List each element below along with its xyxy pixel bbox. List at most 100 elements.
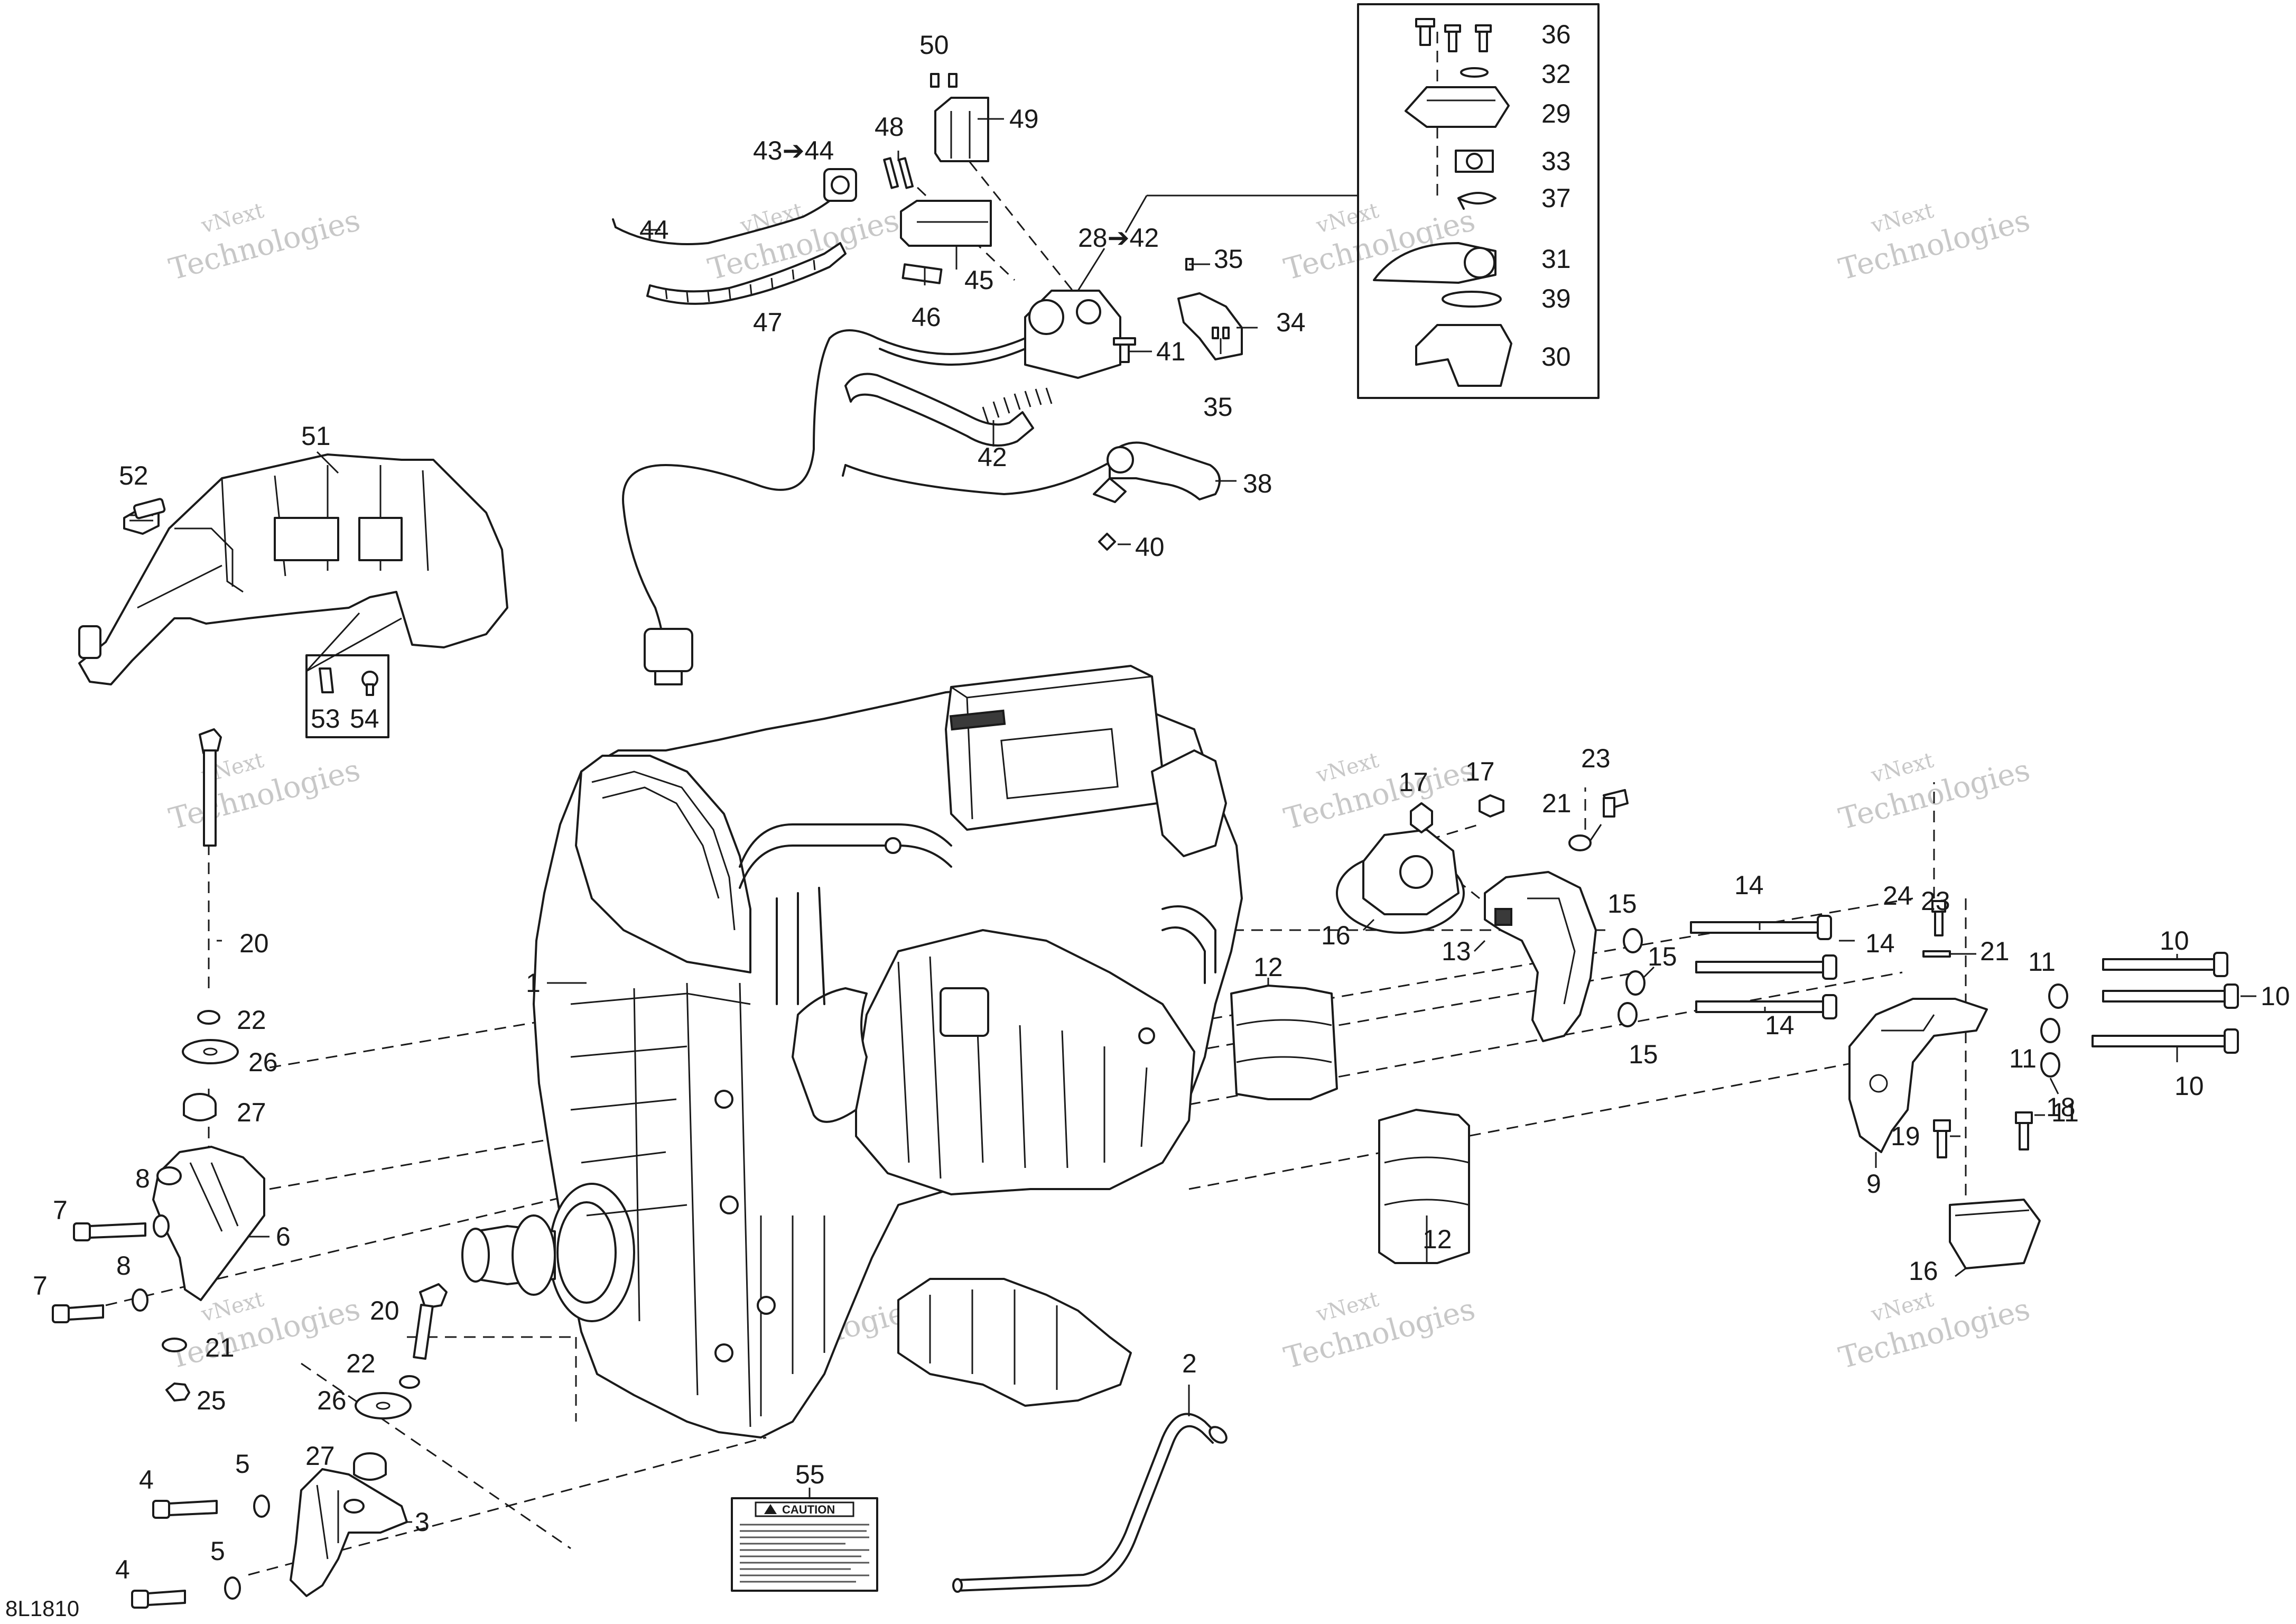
washers-11 xyxy=(2040,983,2068,1094)
watermark: vNext Technologies xyxy=(1835,748,2033,837)
callout-26: 26 xyxy=(248,1047,278,1077)
callout-54: 54 xyxy=(350,704,379,734)
sensor-harness xyxy=(612,168,857,305)
callout-40: 40 xyxy=(1135,532,1165,562)
callout-15: 15 xyxy=(1629,1040,1658,1069)
engine-assembly xyxy=(461,665,1243,1439)
watermark: vNext Technologies xyxy=(1280,1287,1479,1376)
bolt-20-upper xyxy=(199,728,222,942)
callout-11: 11 xyxy=(2028,947,2056,977)
washers-15 xyxy=(1618,928,1655,1027)
connector-assembly xyxy=(883,73,1004,285)
callout-5: 5 xyxy=(210,1536,225,1566)
callout-27: 27 xyxy=(305,1441,335,1471)
callout-11: 11 xyxy=(2009,1044,2037,1073)
washer-22-lower xyxy=(399,1375,420,1389)
caution-label-title: CAUTION xyxy=(782,1503,835,1516)
callout-47: 47 xyxy=(753,308,783,337)
bolts-10 xyxy=(2092,952,2256,1062)
callout-34: 34 xyxy=(1276,308,1306,337)
callout-17: 17 xyxy=(1399,767,1428,797)
callout-39: 39 xyxy=(1541,284,1571,313)
callout-21: 21 xyxy=(1542,788,1572,818)
callout-10: 10 xyxy=(2261,981,2290,1011)
callout-26: 26 xyxy=(317,1386,347,1415)
callout-22: 22 xyxy=(346,1349,376,1378)
callout-17: 17 xyxy=(1465,757,1495,786)
callout-19: 19 xyxy=(1891,1121,1920,1151)
caution-label: CAUTION xyxy=(731,1488,878,1592)
wire-harness xyxy=(622,329,1026,685)
callout-9: 9 xyxy=(1866,1169,1881,1199)
callout-14: 14 xyxy=(1734,870,1764,900)
callout-24: 24 xyxy=(1883,881,1912,911)
callout-28-42: 28➔42 xyxy=(1078,223,1159,253)
callout-16: 16 xyxy=(1909,1256,1938,1286)
callout-23: 23 xyxy=(1921,886,1950,916)
callout-43-44: 43➔44 xyxy=(753,136,834,165)
callout-10: 10 xyxy=(2160,926,2189,955)
washers-8 xyxy=(132,1214,170,1312)
callout-4: 4 xyxy=(115,1555,130,1584)
mount-bracket-9 xyxy=(1848,998,1988,1168)
throttle-body-inset xyxy=(1124,3,1600,399)
callout-15: 15 xyxy=(1607,889,1637,918)
vent-hose-2 xyxy=(952,1385,1228,1593)
callout-21: 21 xyxy=(205,1333,235,1362)
callouts: 1 2 3 4 4 5 5 6 7 7 8 8 9 10 10 10 11 11… xyxy=(33,20,2290,1584)
callout-45: 45 xyxy=(964,265,994,295)
fastener-box-53-54 xyxy=(305,654,389,738)
callout-30: 30 xyxy=(1541,342,1571,372)
bolts-4 xyxy=(131,1500,218,1609)
callout-33: 33 xyxy=(1541,146,1571,176)
watermark: vNext Technologies xyxy=(1280,748,1479,837)
callout-8: 8 xyxy=(116,1251,131,1280)
callout-23: 23 xyxy=(1581,744,1611,773)
callout-44: 44 xyxy=(639,215,669,245)
mount-bracket-51 xyxy=(78,451,508,685)
callout-52: 52 xyxy=(119,461,148,490)
callout-20: 20 xyxy=(370,1296,399,1325)
engine-mount-16-lower xyxy=(1933,1111,2045,1277)
callout-36: 36 xyxy=(1541,20,1571,49)
bolts-7 xyxy=(52,1222,146,1323)
callout-12: 12 xyxy=(1423,1224,1452,1254)
mount-bracket-13 xyxy=(1473,871,1597,1042)
accelerator-pedal xyxy=(842,337,1237,551)
callout-32: 32 xyxy=(1541,59,1571,89)
spacer-12-upper xyxy=(1230,978,1338,1100)
callout-25: 25 xyxy=(197,1386,226,1415)
callout-21: 21 xyxy=(1980,936,2010,966)
callout-2: 2 xyxy=(1182,1349,1197,1378)
callout-20: 20 xyxy=(239,929,269,958)
callout-37: 37 xyxy=(1541,183,1571,213)
callout-29: 29 xyxy=(1541,99,1571,128)
callout-53: 53 xyxy=(311,704,340,734)
callout-14: 14 xyxy=(1865,929,1895,958)
watermark: vNext Technologies xyxy=(165,199,364,287)
callout-4: 4 xyxy=(139,1465,154,1495)
bushing-27-upper xyxy=(183,1093,217,1121)
callout-13: 13 xyxy=(1442,936,1471,966)
callout-22: 22 xyxy=(237,1005,266,1035)
callout-27: 27 xyxy=(237,1098,266,1127)
callout-10: 10 xyxy=(2174,1071,2204,1101)
pedal-bracket xyxy=(1177,258,1258,360)
washer-22-upper xyxy=(197,1010,220,1025)
callout-3: 3 xyxy=(415,1507,430,1537)
callout-42: 42 xyxy=(978,442,1007,472)
callout-35: 35 xyxy=(1214,244,1243,274)
spacer-12-lower xyxy=(1378,1109,1470,1264)
callout-48: 48 xyxy=(875,112,904,142)
callout-11: 11 xyxy=(2051,1098,2079,1127)
callout-5: 5 xyxy=(235,1449,250,1479)
watermark: vNext Technologies xyxy=(1835,199,2033,287)
washer-26-lower xyxy=(355,1392,412,1419)
mount-bracket-6 xyxy=(152,1146,269,1301)
washer-21-lower-left xyxy=(162,1338,187,1352)
throttle-body xyxy=(1024,248,1121,379)
callout-31: 31 xyxy=(1541,244,1571,274)
drawing-number: 8L1810 xyxy=(5,1596,79,1621)
callout-49: 49 xyxy=(1009,104,1039,134)
mount-bracket-3 xyxy=(290,1468,412,1597)
